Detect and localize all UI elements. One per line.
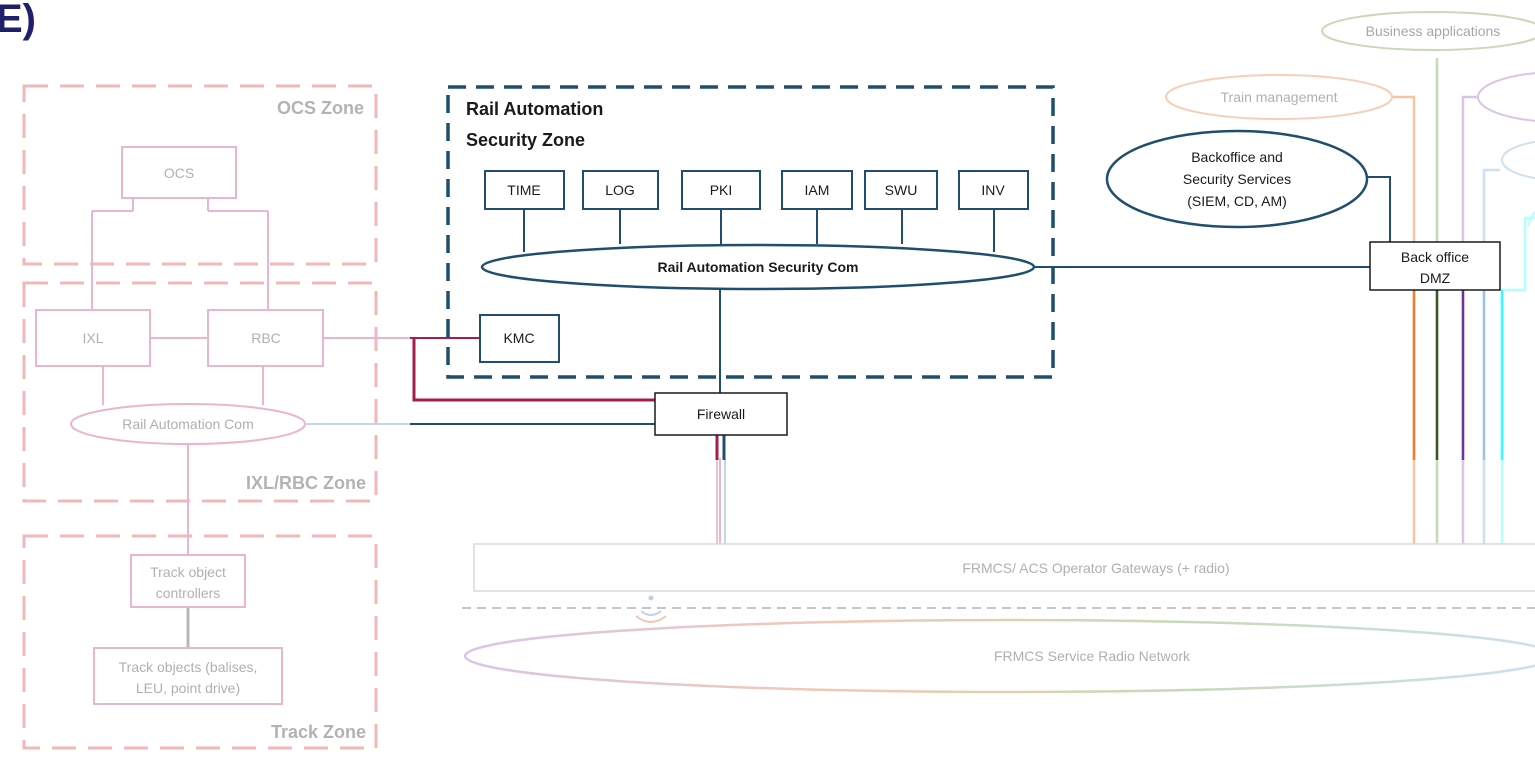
partial-blue-ellipse xyxy=(1501,140,1535,180)
ocs-node: OCS xyxy=(121,146,237,199)
ixl-rbc-zone-border xyxy=(22,281,378,503)
frmcs-radio-network-node: FRMCS Service Radio Network xyxy=(463,618,1535,694)
time-node: TIME xyxy=(484,170,565,210)
kmc-label: KMC xyxy=(503,330,534,346)
track-objects-label-1: Track objects (balises, xyxy=(119,659,258,675)
iam-label: IAM xyxy=(805,182,830,198)
inv-label: INV xyxy=(981,182,1005,198)
kmc-firewall-link xyxy=(412,338,655,402)
rail-automation-security-com-label: Rail Automation Security Com xyxy=(658,259,859,275)
kmc-node: KMC xyxy=(479,314,560,363)
pink-network-links xyxy=(91,198,721,555)
rail-automation-zone-title-2: Security Zone xyxy=(466,130,585,150)
track-objects-node: Track objects (balises, LEU, point drive… xyxy=(93,647,283,705)
back-office-dmz-node: Back office DMZ xyxy=(1369,241,1501,291)
pki-label: PKI xyxy=(710,182,733,198)
partial-purple-ellipse xyxy=(1477,72,1535,122)
backoffice-label-3: (SIEM, CD, AM) xyxy=(1187,193,1287,209)
rail-automation-security-com-node: Rail Automation Security Com xyxy=(480,243,1036,291)
swu-label: SWU xyxy=(885,182,918,198)
ixl-label: IXL xyxy=(82,330,103,346)
rail-automation-com-node: Rail Automation Com xyxy=(70,403,306,445)
track-zone-border xyxy=(22,534,378,750)
track-object-controllers-label-1: Track object xyxy=(150,564,226,580)
inv-node: INV xyxy=(958,170,1029,210)
frmcs-gateways-label: FRMCS/ ACS Operator Gateways (+ radio) xyxy=(962,560,1229,576)
rbc-label: RBC xyxy=(251,330,281,346)
swu-node: SWU xyxy=(864,170,938,210)
pki-node: PKI xyxy=(681,170,761,210)
partial-cyan-ellipse xyxy=(1527,211,1535,227)
frmcs-radio-network-label: FRMCS Service Radio Network xyxy=(994,648,1191,664)
time-label: TIME xyxy=(507,182,540,198)
ocs-zone-label: OCS Zone xyxy=(277,98,364,118)
back-office-colored-links xyxy=(1392,58,1535,544)
page-title-fragment: E) xyxy=(0,0,36,41)
business-applications-node: Business applications xyxy=(1321,11,1535,51)
iam-node: IAM xyxy=(781,170,853,210)
ixl-node: IXL xyxy=(35,309,151,367)
rail-automation-com-label: Rail Automation Com xyxy=(122,416,254,432)
track-zone-label: Track Zone xyxy=(271,722,366,742)
backoffice-security-services-node: Backoffice and Security Services (SIEM, … xyxy=(1105,129,1369,229)
log-node: LOG xyxy=(582,170,659,210)
backoffice-label-1: Backoffice and xyxy=(1191,149,1283,165)
rail-automation-zone-title-1: Rail Automation xyxy=(466,99,603,119)
rbc-node: RBC xyxy=(207,309,324,367)
ocs-label: OCS xyxy=(164,165,194,181)
radio-waves-icon xyxy=(635,595,667,623)
firewall-label: Firewall xyxy=(697,406,745,422)
track-objects-label-2: LEU, point drive) xyxy=(136,680,240,696)
back-office-dmz-label-1: Back office xyxy=(1401,249,1469,265)
ocs-zone-border xyxy=(22,84,378,266)
train-management-label: Train management xyxy=(1221,89,1338,105)
back-office-dmz-label-2: DMZ xyxy=(1420,270,1451,286)
frmcs-gateways-node: FRMCS/ ACS Operator Gateways (+ radio) xyxy=(473,543,1535,592)
ixl-rbc-zone-label: IXL/RBC Zone xyxy=(246,473,366,493)
track-object-controllers-node: Track object controllers xyxy=(130,554,246,608)
security-services-links xyxy=(305,176,1391,425)
track-object-controllers-label-2: controllers xyxy=(156,585,221,601)
business-applications-label: Business applications xyxy=(1366,23,1501,39)
firewall-node: Firewall xyxy=(654,392,788,436)
train-management-node: Train management xyxy=(1165,74,1393,120)
backoffice-label-2: Security Services xyxy=(1183,171,1291,187)
log-label: LOG xyxy=(605,182,635,198)
